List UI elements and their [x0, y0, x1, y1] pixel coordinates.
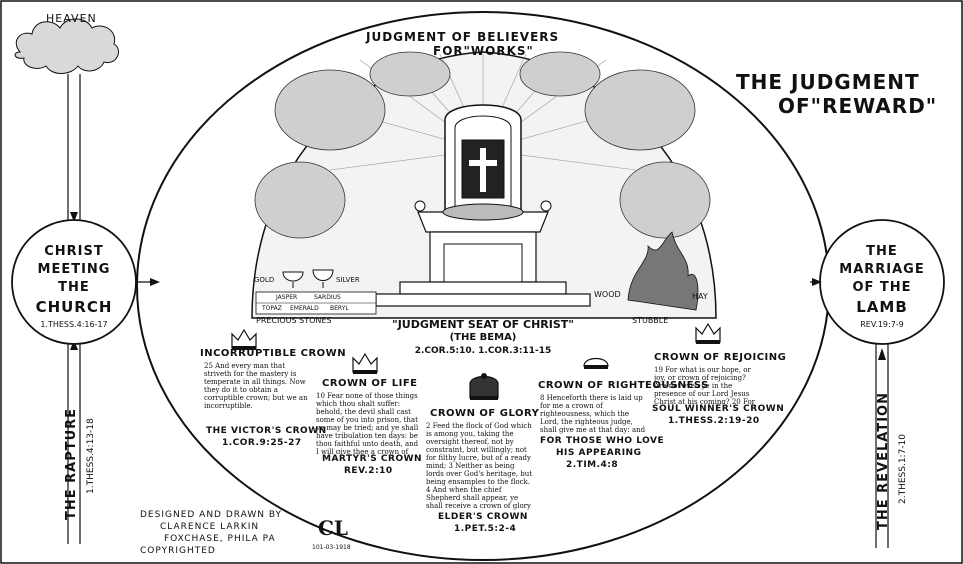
- crown-icon: [583, 357, 609, 369]
- silver-cup-icon: [312, 269, 334, 281]
- martyrs-crown-label: MARTYR'S CROWN: [322, 454, 423, 464]
- right-circle-ref: REV.19:7-9: [860, 320, 904, 329]
- life-text: 10 Fear none of those things which thou …: [316, 392, 419, 454]
- elders-crown-label: ELDER'S CROWN: [438, 512, 528, 522]
- credits-date: 101-03-1918: [312, 544, 351, 551]
- right-circle-line4: LAMB: [856, 298, 908, 316]
- beryl-label: BERYL: [330, 305, 349, 312]
- silver-label: SILVER: [336, 276, 360, 284]
- up-arrow-icon: [70, 340, 78, 350]
- love-appearing-label-2: HIS APPEARING: [556, 448, 642, 458]
- love-appearing-label-1: FOR THOSE WHO LOVE: [540, 436, 665, 446]
- righteousness-text: 8 Henceforth there is laid up for me a c…: [540, 394, 646, 434]
- cross-icon: [480, 148, 486, 192]
- arc-title-line1: JUDGMENT OF BELIEVERS: [366, 30, 560, 44]
- credits-line4: COPYRIGHTED: [140, 546, 216, 556]
- seat-title: "JUDGMENT SEAT OF CHRIST": [391, 318, 575, 331]
- rejoicing-title: CROWN OF REJOICING: [654, 352, 787, 363]
- seat-subtitle: (THE BEMA): [449, 332, 517, 343]
- wood-label: WOOD: [594, 290, 621, 299]
- glory-title: CROWN OF GLORY: [430, 408, 540, 419]
- left-circle-line4: CHURCH: [35, 298, 113, 316]
- life-title: CROWN OF LIFE: [322, 378, 418, 389]
- revelation-ref: 2.THESS.1:7-10: [898, 433, 908, 504]
- fire-icon: [627, 231, 699, 311]
- left-circle-line1: CHRIST: [44, 244, 104, 259]
- topaz-label: TOPAZ: [262, 305, 282, 312]
- crown-icon: [469, 373, 499, 400]
- crown-icon: [231, 328, 257, 350]
- incorruptible-text: 25 And every man that striveth for the m…: [204, 362, 308, 410]
- down-arrow-icon: [70, 212, 78, 222]
- left-circle-ref: 1.THESS.4:16-17: [40, 320, 108, 329]
- rapture-ref: 1.THESS.4:13-18: [86, 418, 96, 494]
- heaven-label: HEAVEN: [46, 12, 97, 25]
- left-circle-line2: MEETING: [37, 262, 111, 277]
- gold-label: GOLD: [254, 276, 275, 284]
- up-arrow-icon: [878, 348, 886, 360]
- credits-line3: FOXCHASE, PHILA PA: [164, 534, 276, 544]
- credits-line1: DESIGNED AND DRAWN BY: [140, 510, 283, 520]
- victors-crown-label: THE VICTOR'S CROWN: [206, 426, 327, 436]
- bema-scene: [251, 51, 717, 319]
- soul-winners-crown-label: SOUL WINNER'S CROWN: [652, 404, 785, 414]
- monogram: CL: [318, 516, 348, 540]
- title-line1: THE JUDGMENT: [736, 70, 920, 94]
- rejoicing-text: 19 For what is our hope, or joy, or crow…: [654, 366, 756, 404]
- rejoicing-ref: 1.THESS.2:19-20: [668, 416, 760, 426]
- precious-stones-label: PRECIOUS STONES: [256, 316, 332, 325]
- crown-icon: [695, 322, 721, 344]
- heaven-cloud-icon: [14, 18, 119, 74]
- left-circle-line3: THE: [58, 280, 90, 295]
- right-circle-line3: OF THE: [852, 280, 912, 295]
- title-line2: OF"REWARD": [778, 94, 938, 118]
- right-circle-line2: MARRIAGE: [839, 262, 925, 277]
- gold-cup-icon: [282, 271, 304, 282]
- right-arrow-icon: [150, 278, 160, 286]
- sardius-label: SARDIUS: [314, 294, 341, 301]
- jasper-label: JASPER: [276, 294, 298, 301]
- revelation-label: THE REVELATION: [876, 392, 891, 530]
- seat-refs: 2.COR.5:10. 1.COR.3:11-15: [414, 346, 552, 356]
- crown-icon: [352, 352, 378, 374]
- glory-ref: 1.PET.5:2-4: [454, 524, 517, 534]
- stubble-label: STUBBLE: [632, 316, 669, 325]
- hay-label: HAY: [692, 292, 708, 301]
- emerald-label: EMERALD: [290, 305, 319, 312]
- arc-title-line2: FOR"WORKS": [433, 44, 534, 58]
- life-ref: REV.2:10: [344, 466, 393, 476]
- glory-text: 2 Feed the flock of God which is among y…: [426, 422, 533, 510]
- incorruptible-title: INCORRUPTIBLE CROWN: [200, 348, 347, 359]
- right-arrow-icon: [812, 278, 822, 286]
- incorruptible-ref: 1.COR.9:25-27: [222, 438, 302, 448]
- right-circle-line1: THE: [866, 244, 898, 259]
- righteousness-title: CROWN OF RIGHTEOUSNESS: [538, 380, 709, 391]
- credits-line2: CLARENCE LARKIN: [160, 522, 260, 532]
- righteousness-ref: 2.TIM.4:8: [566, 460, 619, 470]
- rapture-label: THE RAPTURE: [64, 407, 79, 520]
